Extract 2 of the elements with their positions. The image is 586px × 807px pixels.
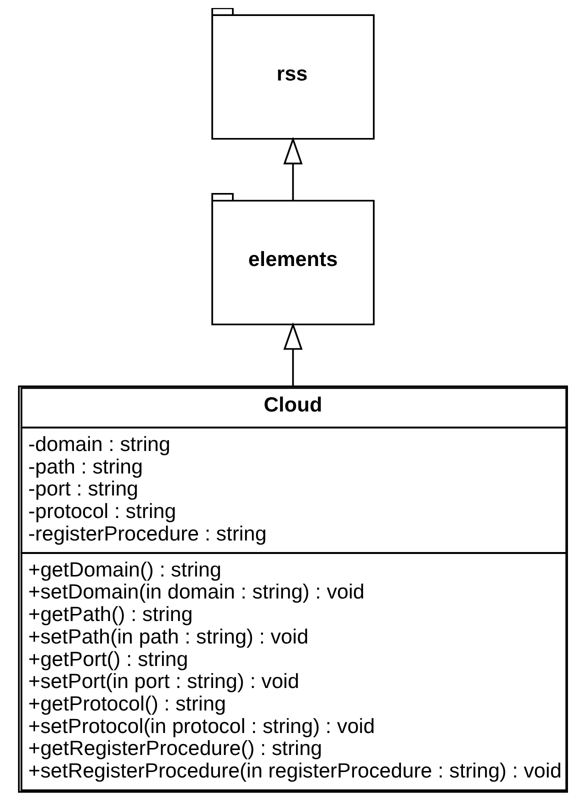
arrow (283, 136, 303, 201)
arrow (283, 322, 303, 386)
